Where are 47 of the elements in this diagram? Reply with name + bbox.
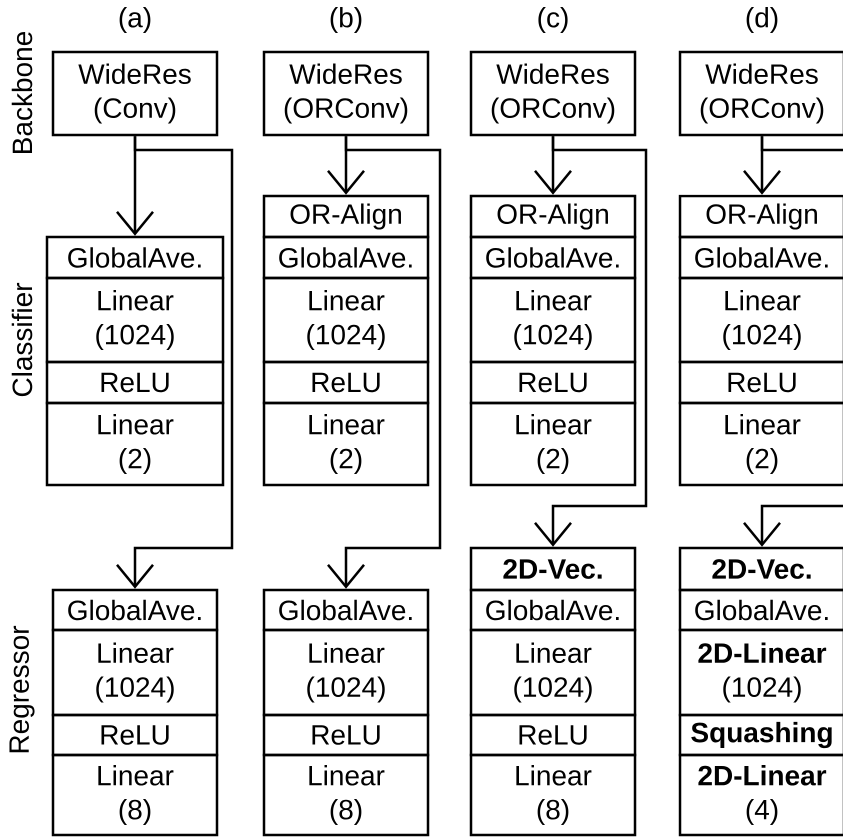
row-label: Classifier [12,282,32,396]
layer-box: Linear (2) [678,402,843,486]
layer-box: ReLU [262,360,430,404]
backbone-box: WideRes (Conv) [52,50,218,136]
layer-box: Linear (8) [470,754,636,836]
layer-box: Linear (1024) [262,628,430,716]
layer-box: ReLU [678,360,843,404]
layer-box: ReLU [470,714,636,756]
layer-box: GlobalAve. [470,588,636,632]
layer-box: Linear (8) [262,754,430,836]
layer-box: Linear (2) [46,402,224,486]
layer-box: Squashing [678,714,843,756]
layer-box: Linear (1024) [262,276,430,364]
layer-box: OR-Align [678,194,843,238]
layer-box: 2D-Vec. [678,546,843,592]
layer-box: GlobalAve. [678,588,843,632]
layer-box: Linear (1024) [52,628,218,716]
layer-box: GlobalAve. [470,236,636,280]
backbone-box: WideRes (ORConv) [470,50,636,136]
layer-box: Linear (8) [52,754,218,836]
backbone-box: WideRes (ORConv) [678,50,843,136]
backbone-box: WideRes (ORConv) [262,50,430,136]
layer-box: Linear (1024) [470,276,636,364]
arrow [534,136,648,547]
layer-box: ReLU [46,360,224,404]
layer-box: Linear (1024) [46,276,224,364]
layer-box: Linear (2) [262,402,430,486]
layer-box: 2D-Linear (4) [678,754,843,836]
layer-box: GlobalAve. [262,588,430,632]
layer-box: Linear (1024) [470,628,636,716]
layer-box: 2D-Linear (1024) [678,628,843,716]
layer-box: ReLU [262,714,430,756]
layer-box: Linear (2) [470,402,636,486]
layer-box: 2D-Vec. [470,546,636,592]
layer-box: GlobalAve. [262,236,430,280]
arrow [116,136,234,589]
layer-box: GlobalAve. [46,236,224,280]
row-label: Regressor [9,626,35,752]
layer-box: ReLU [470,360,636,404]
layer-box: GlobalAve. [52,588,218,632]
layer-box: OR-Align [470,194,636,238]
layer-box: Linear (1024) [678,276,843,364]
layer-box: ReLU [52,714,218,756]
arrow [743,136,843,547]
arrow [327,136,442,589]
layer-box: OR-Align [262,194,430,238]
layer-box: GlobalAve. [678,236,843,280]
